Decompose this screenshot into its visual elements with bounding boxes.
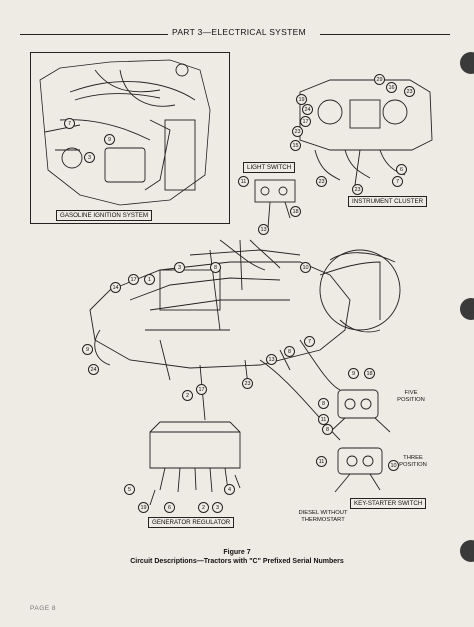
callout-14: 14 xyxy=(110,282,121,293)
callout-17c: 17 xyxy=(196,384,207,395)
gasoline-ignition-label: GASOLINE IGNITION SYSTEM xyxy=(56,210,153,221)
callout-17b: 17 xyxy=(128,274,139,285)
header-title: PART 3—ELECTRICAL SYSTEM xyxy=(172,27,306,37)
callout-23b: 23 xyxy=(292,126,303,137)
callout-4: 4 xyxy=(224,484,235,495)
callout-7b: 7 xyxy=(392,176,403,187)
callout-3c: 3 xyxy=(212,502,223,513)
instrument-cluster-label: INSTRUMENT CLUSTER xyxy=(348,196,428,207)
callout-5: 5 xyxy=(124,484,135,495)
callout-2: 2 xyxy=(182,390,193,401)
binder-hole-middle xyxy=(460,298,474,320)
callout-16: 16 xyxy=(386,82,397,93)
callout-23c: 23 xyxy=(316,176,327,187)
callout-8c: 8 xyxy=(318,398,329,409)
generator-regulator-label: GENERATOR REGULATOR xyxy=(148,517,235,528)
callout-8d: 8 xyxy=(322,424,333,435)
callout-23e: 23 xyxy=(242,378,253,389)
callout-13b: 13 xyxy=(266,354,277,365)
callout-18: 18 xyxy=(290,206,301,217)
diesel-note-label: DIESEL WITHOUT THERMOSTART xyxy=(298,510,348,523)
callout-23: 23 xyxy=(404,86,415,97)
binder-hole-top xyxy=(460,52,474,74)
callout-1: 1 xyxy=(144,274,155,285)
callout-11c: 11 xyxy=(316,456,327,467)
figure-number: Figure 7 xyxy=(223,549,251,556)
callout-17: 17 xyxy=(300,116,311,127)
page-number: PAGE 8 xyxy=(30,605,57,612)
callout-8b: 8 xyxy=(284,346,295,357)
callout-24: 24 xyxy=(302,104,313,115)
callout-19b: 19 xyxy=(138,502,149,513)
callout-6: 6 xyxy=(396,164,407,175)
figure-description: Circuit Descriptions—Tractors with "C" P… xyxy=(130,558,344,565)
callout-2b: 2 xyxy=(198,502,209,513)
header-rule-left xyxy=(20,34,168,35)
callout-18b: 18 xyxy=(364,368,375,379)
callout-10b: 10 xyxy=(388,460,399,471)
callout-7c: 7 xyxy=(304,336,315,347)
part-header: PART 3—ELECTRICAL SYSTEM xyxy=(20,26,450,42)
five-position-label: FIVE POSITION xyxy=(397,390,425,403)
callout-8: 8 xyxy=(210,262,221,273)
gasoline-ignition-frame xyxy=(30,52,230,224)
three-position-label: THREE POSITION xyxy=(399,455,427,468)
callout-9b: 9 xyxy=(82,344,93,355)
callout-13: 13 xyxy=(258,224,269,235)
callout-6b: 6 xyxy=(164,502,175,513)
callout-23d: 23 xyxy=(352,184,363,195)
header-rule-right xyxy=(320,34,450,35)
callout-19: 19 xyxy=(296,94,307,105)
callout-15: 15 xyxy=(290,140,301,151)
key-starter-switch-label: KEY-STARTER SWITCH xyxy=(350,498,427,509)
callout-9c: 9 xyxy=(348,368,359,379)
callout-3: 3 xyxy=(84,152,95,163)
callout-9: 9 xyxy=(104,134,115,145)
callout-11: 11 xyxy=(238,176,249,187)
callout-29: 29 xyxy=(374,74,385,85)
callout-24b: 24 xyxy=(88,364,99,375)
light-switch-label: LIGHT SWITCH xyxy=(243,162,296,173)
binder-hole-bottom xyxy=(460,540,474,562)
callout-10: 10 xyxy=(300,262,311,273)
callout-3b: 3 xyxy=(174,262,185,273)
callout-7: 7 xyxy=(64,118,75,129)
